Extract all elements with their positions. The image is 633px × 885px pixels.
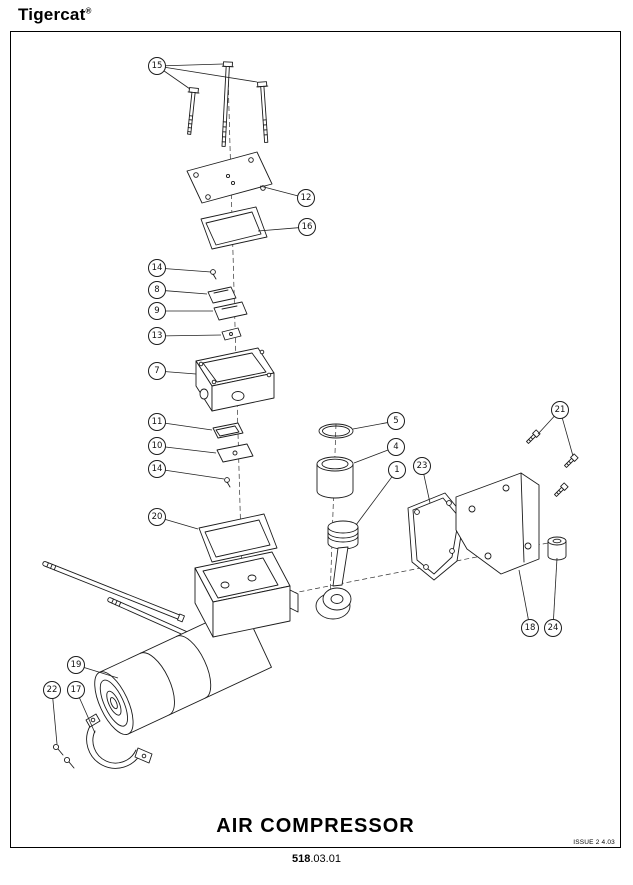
callout-12: 12 (259, 185, 315, 207)
svg-text:23: 23 (417, 461, 428, 471)
callout-21: 21 (537, 401, 574, 457)
page-number: 518.03.01 (0, 853, 633, 865)
callout-24: 24 (544, 557, 562, 637)
svg-text:1: 1 (394, 465, 399, 475)
bracket-bolt (526, 429, 541, 444)
base-gasket (198, 513, 278, 563)
svg-text:17: 17 (71, 685, 82, 695)
issue-label: ISSUE 2 4.03 (573, 839, 615, 846)
valve-screw (210, 269, 217, 280)
callout-23: 23 (413, 457, 431, 504)
diagram-title: AIR COMPRESSOR (216, 815, 415, 837)
callout-19: 19 (67, 656, 119, 679)
svg-text:24: 24 (548, 623, 559, 633)
svg-text:10: 10 (152, 441, 163, 451)
callout-5: 5 (352, 412, 405, 430)
svg-text:9: 9 (154, 306, 159, 316)
brand-logo: Tigercat® (18, 5, 92, 25)
head-bolt (187, 87, 200, 135)
bracket-bolt (564, 453, 579, 468)
svg-text:12: 12 (301, 193, 312, 203)
svg-text:22: 22 (47, 685, 58, 695)
page-number-section: 518 (292, 853, 311, 865)
svg-text:5: 5 (393, 416, 398, 426)
side-gasket (407, 492, 465, 581)
reed-plate (207, 286, 237, 304)
svg-text:19: 19 (71, 660, 82, 670)
svg-text:11: 11 (152, 417, 163, 427)
svg-text:21: 21 (555, 405, 566, 415)
callout-7: 7 (148, 362, 197, 380)
svg-text:14: 14 (152, 263, 163, 273)
callout-8: 8 (148, 281, 208, 299)
callout-1: 1 (355, 461, 406, 526)
registered-mark: ® (85, 6, 92, 16)
callout-15: 15 (148, 57, 258, 90)
clamp-screw (52, 743, 75, 769)
svg-text:13: 13 (152, 331, 163, 341)
tie-rod (42, 561, 185, 623)
motor-body (94, 605, 272, 735)
assembly-axis-lines (227, 73, 559, 601)
head-bolt (221, 61, 234, 147)
page-number-rest: .03.01 (310, 853, 341, 865)
head-bolt (256, 81, 269, 143)
bracket-bolt (554, 482, 569, 497)
callout-17: 17 (67, 681, 96, 734)
svg-text:14: 14 (152, 464, 163, 474)
diagram-frame: AIR COMPRESSOR ISSUE 2 4.03 (10, 31, 621, 848)
small-plate (216, 443, 254, 463)
mounting-bracket (455, 472, 540, 575)
valve-screw (224, 477, 231, 488)
brand-name: Tigercat (18, 5, 86, 24)
valve-plate (213, 301, 248, 321)
svg-text:16: 16 (302, 222, 313, 232)
callout-22: 22 (43, 681, 61, 745)
callout-11: 11 (148, 413, 213, 431)
cylinder-sleeve (316, 456, 354, 499)
callout-18: 18 (518, 569, 539, 637)
crankcase-block (194, 551, 299, 638)
callouts-layer: 15 12 16 14 8 9 13 7 11 10 14 20 5 4 1 23 21 18 24 19 22 17 (43, 57, 574, 745)
callout-4: 4 (353, 438, 405, 464)
svg-text:4: 4 (393, 442, 398, 452)
svg-text:20: 20 (152, 512, 163, 522)
mount-clamp (85, 713, 153, 769)
callout-20: 20 (148, 508, 199, 530)
callout-13: 13 (148, 327, 222, 345)
small-gasket (212, 422, 244, 439)
cover-gasket (200, 206, 268, 250)
o-ring (318, 423, 354, 439)
svg-text:18: 18 (525, 623, 536, 633)
valve-cover-plate (186, 151, 273, 204)
bushing (547, 536, 567, 561)
callout-10: 10 (148, 437, 217, 455)
valve-body (195, 347, 275, 412)
valve-clip (221, 327, 242, 341)
callout-9: 9 (148, 302, 213, 320)
callout-14: 14 (148, 460, 225, 480)
svg-text:8: 8 (154, 285, 159, 295)
svg-text:7: 7 (154, 366, 159, 376)
callout-14: 14 (148, 259, 212, 277)
svg-text:15: 15 (152, 61, 163, 71)
callout-16: 16 (257, 218, 316, 236)
piston-assembly (315, 520, 359, 620)
